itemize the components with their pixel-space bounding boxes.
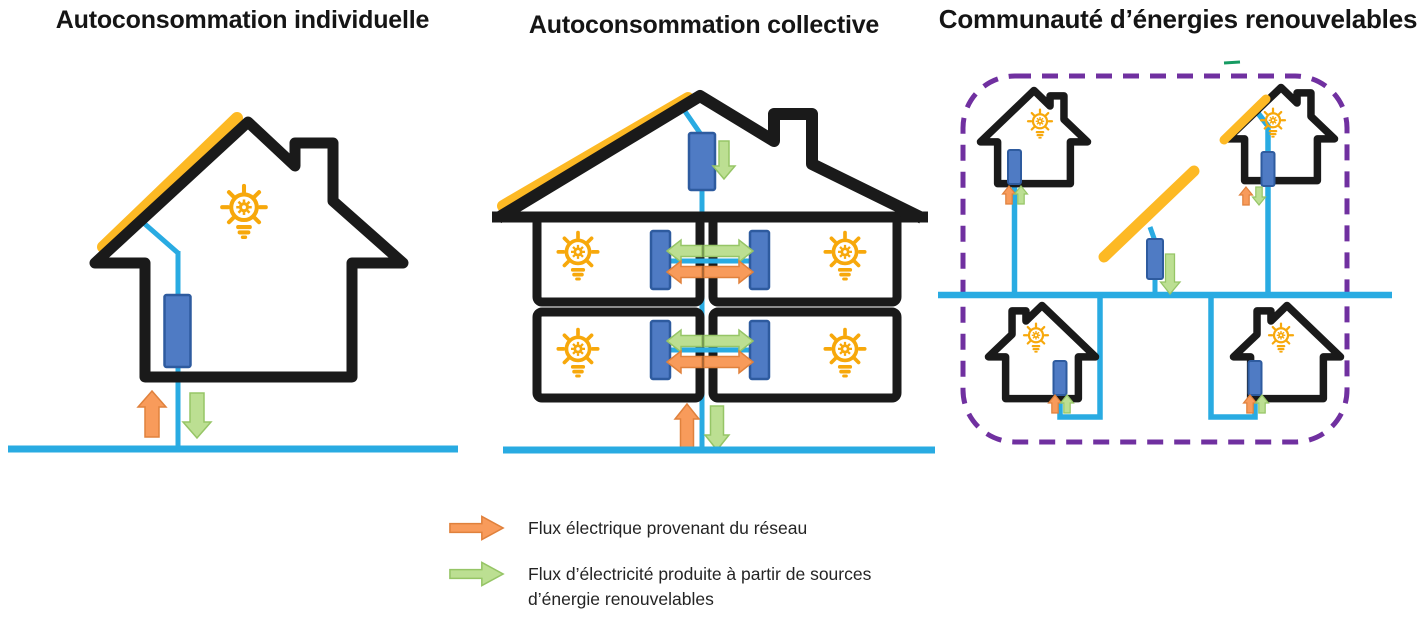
electric-meter xyxy=(748,229,771,291)
electric-meter xyxy=(163,293,192,369)
electric-meter xyxy=(1007,149,1022,185)
renewable-flow-arrow xyxy=(1059,394,1075,414)
community-boundary xyxy=(960,73,1350,445)
legend: Flux électrique provenant du réseau Flux… xyxy=(448,512,948,625)
renewable-export-arrow xyxy=(703,405,731,452)
grid-flow-arrow xyxy=(665,259,703,285)
solar-panel-icon xyxy=(1098,165,1200,263)
panel-title-individual: Autoconsommation individuelle xyxy=(55,6,430,34)
electric-meter xyxy=(649,229,672,291)
house-outline xyxy=(989,305,1096,398)
grid-import-arrow xyxy=(673,402,701,449)
lightbulb-icon xyxy=(823,327,867,378)
legend-item-renewable-flow: Flux d’électricité produite à partir de … xyxy=(448,558,948,612)
lightbulb-icon xyxy=(556,327,600,378)
grid-flow-arrow xyxy=(665,349,703,375)
artifact-dash xyxy=(1223,60,1241,65)
individual-diagram xyxy=(8,112,458,453)
wire xyxy=(1208,292,1258,420)
lightbulb-icon xyxy=(556,230,600,281)
community-diagram xyxy=(938,60,1392,445)
house-outline xyxy=(981,90,1088,183)
lightbulb-icon xyxy=(823,230,867,281)
green-right-arrow-icon xyxy=(449,561,505,587)
lightbulb-icon xyxy=(1267,322,1295,353)
wire xyxy=(1057,292,1103,420)
electric-meter xyxy=(1247,360,1263,396)
electric-meter xyxy=(748,319,771,381)
lightbulb-icon xyxy=(222,186,266,237)
grid-flow-arrow xyxy=(703,259,755,285)
renewable-flow-arrow xyxy=(1254,394,1270,414)
renewable-export-arrow xyxy=(181,392,213,440)
solar-panel-icon xyxy=(1219,94,1271,145)
renewable-export-arrow xyxy=(1159,253,1182,296)
legend-item-grid-flow: Flux électrique provenant du réseau xyxy=(448,512,948,544)
grid-flow-arrow xyxy=(1238,186,1254,206)
grid-import-arrow xyxy=(136,389,168,438)
electric-meter xyxy=(649,319,672,381)
apartment-unit xyxy=(532,307,705,403)
grid-flow-arrow xyxy=(703,349,755,375)
panel-title-community: Communauté d’énergies renouvelables xyxy=(938,4,1418,34)
renewable-flow-arrow xyxy=(1251,186,1267,206)
electric-meter xyxy=(1260,151,1276,187)
roof-outline xyxy=(494,90,925,224)
renewable-flow-arrow xyxy=(1013,185,1029,205)
top-meter xyxy=(687,131,717,192)
legend-label: Flux d’électricité produite à partir de … xyxy=(528,564,872,609)
lightbulb-icon xyxy=(1026,108,1054,139)
lightbulb-icon xyxy=(1022,322,1050,353)
electric-meter xyxy=(1052,360,1068,396)
renewable-flow-arrow xyxy=(711,140,737,181)
house-outline xyxy=(1228,87,1335,180)
apartment-unit xyxy=(708,307,902,403)
electric-meter xyxy=(1146,238,1164,280)
orange-right-arrow-icon xyxy=(449,515,505,541)
solar-panel-icon xyxy=(97,112,243,253)
collective-diagram xyxy=(492,90,935,454)
panel-title-collective: Autoconsommation collective xyxy=(528,11,880,39)
house-outline xyxy=(89,116,409,383)
legend-label: Flux électrique provenant du réseau xyxy=(528,518,808,538)
